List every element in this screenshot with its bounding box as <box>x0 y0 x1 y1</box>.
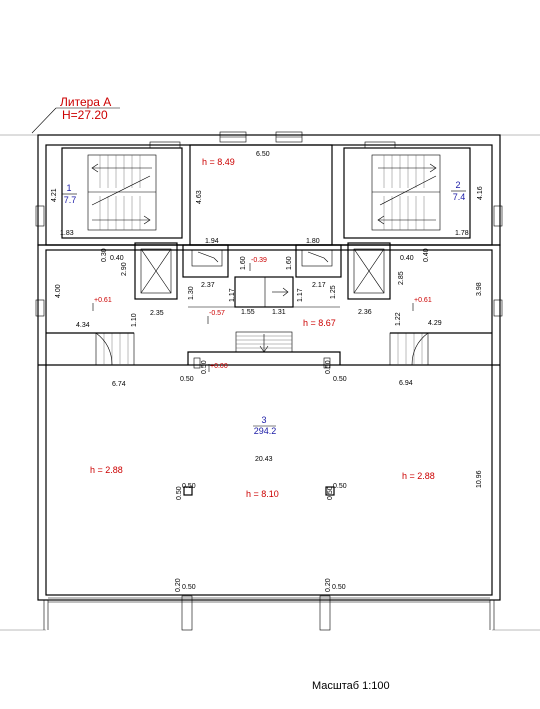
dim-top-width: 6.50 <box>256 151 270 158</box>
dim-mid-235: 2.35 <box>150 310 164 317</box>
outer-walls <box>0 134 540 631</box>
dim-lift-right-top: 1.80 <box>306 238 320 245</box>
height-hall-right: h = 2.88 <box>402 471 435 481</box>
dim-corr-right-b: 0.40 <box>423 248 430 262</box>
dim-col-left-050a: 0.50 <box>201 360 208 374</box>
dim-pillar-right-b: 0.50 <box>333 483 347 490</box>
dim-left-434: 4.34 <box>76 322 90 329</box>
dim-col-left-050b: 0.50 <box>180 376 194 383</box>
lift-left <box>134 242 178 300</box>
scale-label: Масштаб 1:100 <box>312 680 390 692</box>
dim-mid-117-left: 1.17 <box>229 288 236 302</box>
lift-right <box>347 242 391 300</box>
height-middle-center: h = 8.67 <box>303 318 336 328</box>
level-lower-mid: -0.57 <box>209 310 225 317</box>
height-top-center: h = 8.49 <box>202 157 235 167</box>
stair-left-steps <box>99 155 141 230</box>
dim-mid-155: 1.55 <box>241 309 255 316</box>
level-center: +0.00 <box>210 363 228 370</box>
litera-leader <box>31 107 120 134</box>
dim-stair-right-w: 1.78 <box>455 230 469 237</box>
side-stair-right <box>389 332 492 366</box>
dim-corr-right-c: 2.85 <box>398 271 405 285</box>
dim-hall-width: 20.43 <box>255 456 273 463</box>
dim-mid-217: 2.17 <box>312 282 326 289</box>
dim-hall-694: 6.94 <box>399 380 413 387</box>
height-hall-center: h = 8.10 <box>246 489 279 499</box>
side-windows <box>35 205 503 317</box>
dim-corr-left-b: 0.40 <box>110 255 124 262</box>
dim-bottom-left-b: 0.50 <box>182 584 196 591</box>
dim-mid-130: 1.30 <box>188 286 195 300</box>
central-corridor <box>188 276 340 308</box>
height-hall-left: h = 2.88 <box>90 465 123 475</box>
dim-left-room-h: 4.00 <box>55 284 62 298</box>
level-left: +0.61 <box>94 297 112 304</box>
dim-mid-160-left: 1.60 <box>240 256 247 270</box>
lift-mid-left <box>182 244 229 278</box>
dim-corr-right-a: 0.40 <box>400 255 414 262</box>
dim-mid-117-right: 1.17 <box>297 288 304 302</box>
dim-mid-236: 2.36 <box>358 309 372 316</box>
dim-pillar-left-a: 0.50 <box>176 486 183 500</box>
dim-right-122: 1.22 <box>395 312 402 326</box>
dim-corr-left-a: 0.30 <box>101 248 108 262</box>
dim-bottom-right-b: 0.50 <box>332 584 346 591</box>
room-3-number: 3 <box>261 415 266 425</box>
dim-stair-left-w: 1.83 <box>60 230 74 237</box>
bottom-openings <box>43 600 495 630</box>
dim-mid-125: 1.25 <box>330 285 337 299</box>
dim-pillar-right-a: 0.50 <box>327 486 334 500</box>
room-2-number: 2 <box>455 180 460 190</box>
dim-col-right-050a: 0.50 <box>325 360 332 374</box>
dim-left-110: 1.10 <box>131 313 138 327</box>
dim-col-right-050b: 0.50 <box>333 376 347 383</box>
dim-mid-237: 2.37 <box>201 282 215 289</box>
top-center-room <box>189 144 333 246</box>
dim-hall-674: 6.74 <box>112 381 126 388</box>
dim-pillar-left-b: 0.50 <box>182 483 196 490</box>
dim-corr-left-c: 2.90 <box>121 262 128 276</box>
dim-stair-right-h: 4.16 <box>477 186 484 200</box>
height-mark: H=27.20 <box>62 108 108 122</box>
stair-right <box>343 147 471 239</box>
level-marks <box>92 263 414 372</box>
level-right: +0.61 <box>414 297 432 304</box>
dim-hall-depth: 10.96 <box>476 470 483 488</box>
litera-title: Литера А <box>60 95 111 109</box>
dim-mid-131: 1.31 <box>272 309 286 316</box>
level-upper-mid: -0.39 <box>251 257 267 264</box>
stair-left <box>61 147 183 239</box>
room-1-number: 1 <box>66 183 71 193</box>
dim-lift-left-top: 1.94 <box>205 238 219 245</box>
dim-bottom-left-a: 0.20 <box>175 578 182 592</box>
room-1-area: 7.7 <box>64 195 77 205</box>
dim-mid-160-right: 1.60 <box>286 256 293 270</box>
side-stair-left <box>46 332 135 366</box>
dim-stair-left-h: 4.21 <box>51 188 58 202</box>
dim-right-429: 4.29 <box>428 320 442 327</box>
room-2-area: 7.4 <box>453 192 466 202</box>
room-3-area: 294.2 <box>254 426 277 436</box>
top-windows <box>149 131 396 149</box>
lift-mid-right <box>295 244 342 278</box>
hall-columns <box>181 357 335 631</box>
dim-right-room-h: 3.98 <box>476 282 483 296</box>
dim-stair-left-mid: 4.63 <box>196 190 203 204</box>
central-steps <box>187 331 341 365</box>
dim-bottom-right-a: 0.20 <box>325 578 332 592</box>
